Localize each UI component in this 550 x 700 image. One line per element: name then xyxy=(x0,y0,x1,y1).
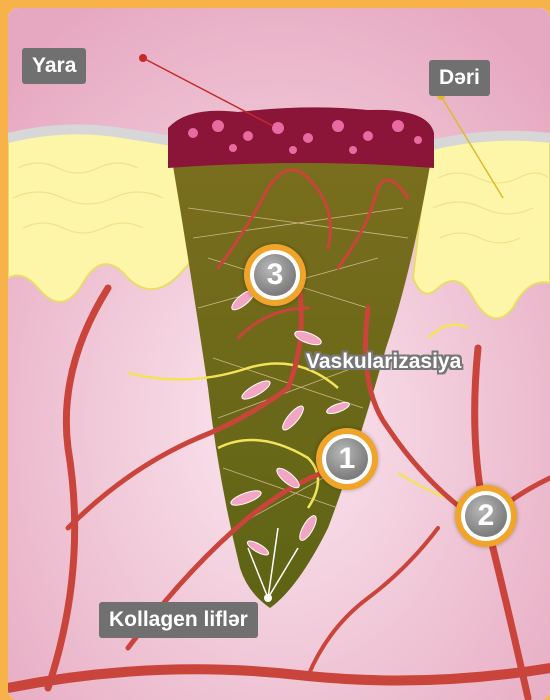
label-skin: Dəri xyxy=(429,60,490,96)
wound-scab xyxy=(168,107,434,168)
badge-3: 3 xyxy=(244,244,306,306)
badge-2: 2 xyxy=(455,485,517,547)
label-vascularization: Vaskularizasiya xyxy=(306,350,461,374)
illustration-frame: Yara Dəri Vaskularizasiya Kollagen liflə… xyxy=(8,8,550,700)
label-collagen-fibers: Kollagen liflər xyxy=(99,602,258,638)
label-wound: Yara xyxy=(22,48,86,84)
badge-1: 1 xyxy=(316,428,378,490)
wound-healing-illustration xyxy=(8,8,550,700)
